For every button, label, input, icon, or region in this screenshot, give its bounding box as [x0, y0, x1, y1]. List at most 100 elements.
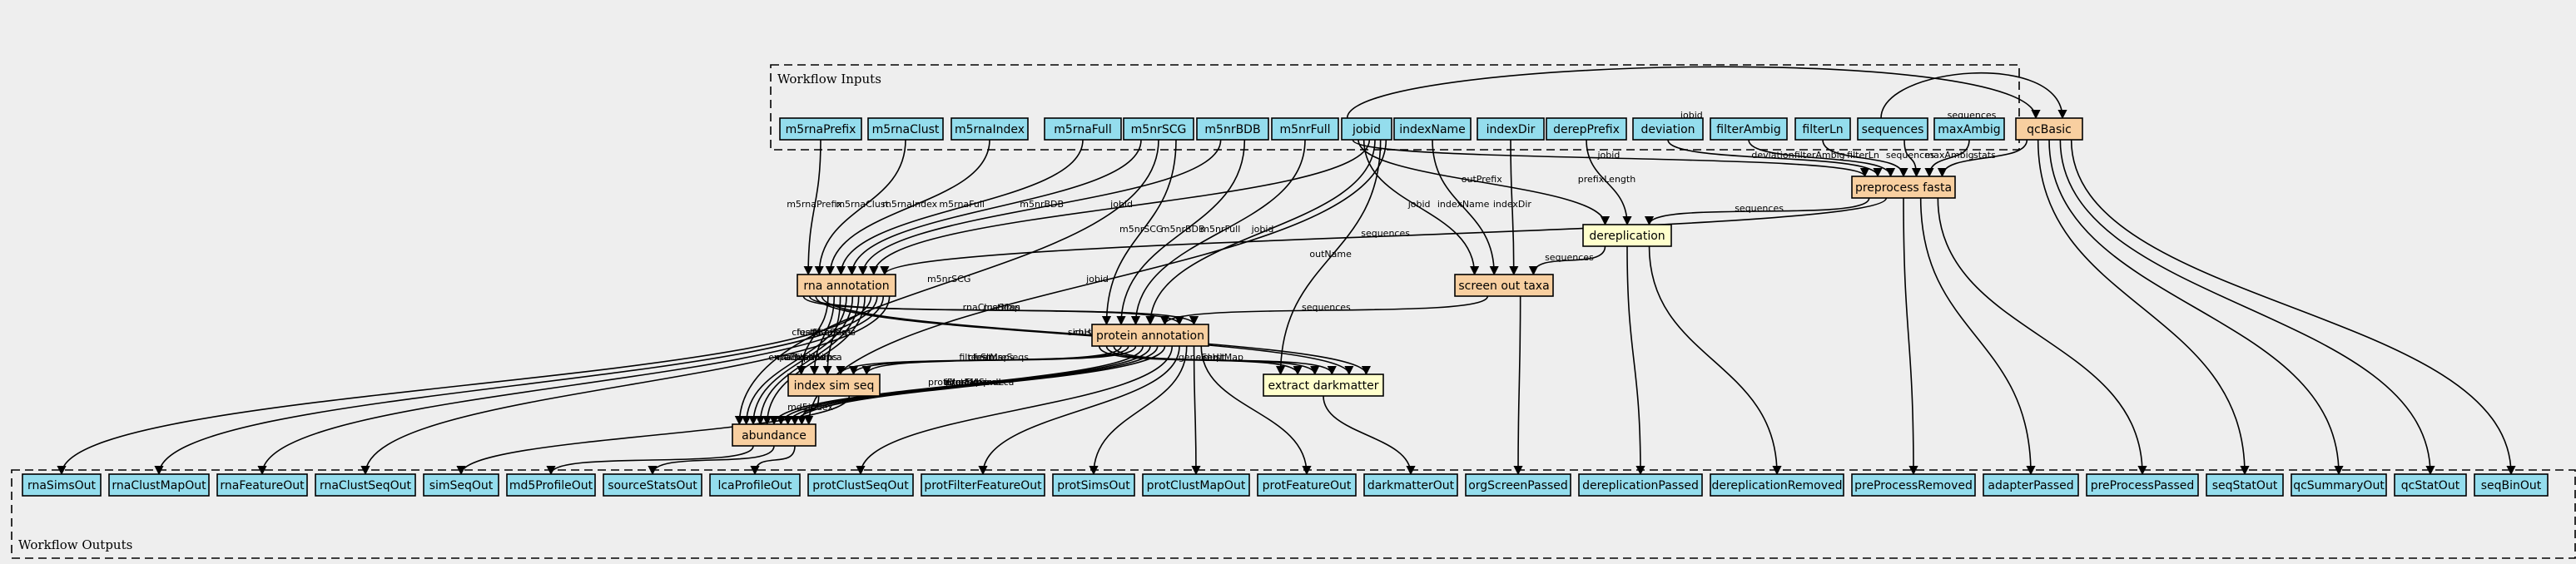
- edge-path: [804, 139, 1387, 426]
- prot-filter-feature-out-output[interactable]: protFilterFeatureOut: [921, 473, 1045, 497]
- preprocess-step[interactable]: preprocess fasta: [1851, 176, 1956, 199]
- edge-label: m5nrSCG: [1119, 224, 1163, 235]
- indexsim-step[interactable]: index sim seq: [787, 374, 881, 397]
- dereplication-step[interactable]: dereplication: [1582, 224, 1672, 247]
- edge-label: jobid: [1597, 150, 1621, 161]
- extract-step[interactable]: extract darkmatter: [1263, 374, 1384, 397]
- darkmatter-out-box: [1363, 473, 1458, 497]
- rna-feature-out-output[interactable]: rnaFeatureOut: [216, 473, 308, 497]
- m5rna-full-box: [1044, 117, 1122, 141]
- prot-feature-out-output[interactable]: protFeatureOut: [1257, 473, 1357, 497]
- edge-path: [797, 295, 829, 376]
- index-dir-input[interactable]: indexDir: [1477, 117, 1545, 141]
- sequences-box: [1857, 117, 1928, 141]
- seq-stat-out-output[interactable]: seqStatOut: [2206, 473, 2284, 497]
- rna-step[interactable]: rna annotation: [797, 274, 896, 297]
- edge-path: [814, 139, 906, 276]
- edge-path: [1513, 295, 1523, 476]
- m5rna-clust-input[interactable]: m5rnaClust: [867, 117, 944, 141]
- edge-label: jobid: [1085, 274, 1109, 284]
- filter-ln-input[interactable]: filterLn: [1794, 117, 1851, 141]
- m5nr-full-input[interactable]: m5nrFull: [1271, 117, 1339, 141]
- indexsim-label: index sim seq: [794, 379, 875, 393]
- edge-index-name-to-screen: indexName: [1432, 139, 1499, 276]
- sim-seq-out-output[interactable]: simSeqOut: [423, 473, 499, 497]
- qc-stat-out-output[interactable]: qcStatOut: [2394, 473, 2467, 497]
- jobid-input[interactable]: jobid: [1341, 117, 1392, 141]
- edge-path: [154, 295, 878, 476]
- edge-path: [815, 295, 1354, 376]
- edge-m5nr-full-to-protein: m5nrFull: [1130, 139, 1306, 326]
- screen-step[interactable]: screen out taxa: [1454, 274, 1554, 297]
- edge-label: m5nrFull: [1200, 224, 1240, 235]
- edge-path: [856, 345, 1174, 476]
- protein-box: [1091, 324, 1209, 347]
- qc-basic-step[interactable]: qcBasic: [2015, 117, 2083, 141]
- rna-clust-map-out-box: [108, 473, 210, 497]
- deviation-input[interactable]: deviation: [1632, 117, 1704, 141]
- sequences-label: sequences: [1862, 123, 1924, 136]
- filter-ambig-input[interactable]: filterAmbig: [1710, 117, 1788, 141]
- edge-jobid-to-protein: jobid: [1145, 139, 1376, 326]
- edge-path: [456, 395, 851, 476]
- edge-screen-to-protein: sequences: [1160, 295, 1489, 326]
- protein-step[interactable]: protein annotation: [1091, 324, 1209, 347]
- m5nr-bdb-input[interactable]: m5nrBDB: [1196, 117, 1269, 141]
- edge-m5nr-bdb-to-protein: m5nrBDB: [1116, 139, 1246, 326]
- max-ambig-input[interactable]: maxAmbig: [1933, 117, 2005, 141]
- pre-process-removed-output[interactable]: preProcessRemoved: [1851, 473, 1976, 497]
- index-name-label: indexName: [1399, 123, 1466, 136]
- dereplication-removed-box: [1710, 473, 1844, 497]
- m5nr-scg-input[interactable]: m5nrSCG: [1123, 117, 1194, 141]
- sequences-input[interactable]: sequences: [1857, 117, 1928, 141]
- abundance-step[interactable]: abundance: [732, 423, 816, 447]
- dereplication-passed-output[interactable]: dereplicationPassed: [1578, 473, 1703, 497]
- derep-prefix-input[interactable]: derepPrefix: [1546, 117, 1627, 141]
- edge-jobid-to-rna: jobid: [869, 139, 1371, 276]
- prot-sims-out-output[interactable]: protSimsOut: [1052, 473, 1135, 497]
- prot-clust-seq-out-output[interactable]: protClustSeqOut: [807, 473, 914, 497]
- m5rna-full-input[interactable]: m5rnaFull: [1044, 117, 1122, 141]
- edge-rna-to-rna-sims-out: [57, 295, 872, 476]
- edge-label: featureSeqs: [974, 352, 1029, 363]
- edge-qc-basic-to-seq-bin-out: [2070, 139, 2516, 476]
- m5rna-prefix-input[interactable]: m5rnaPrefix: [779, 117, 862, 141]
- darkmatter-out-output[interactable]: darkmatterOut: [1363, 473, 1458, 497]
- md5-profile-out-output[interactable]: md5ProfileOut: [506, 473, 596, 497]
- rna-box: [797, 274, 896, 297]
- edge-label: filterAmbig: [1794, 150, 1845, 161]
- rna-clust-seq-out-label: rnaClustSeqOut: [320, 479, 412, 492]
- edge-path: [978, 345, 1180, 476]
- rna-clust-seq-out-output[interactable]: rnaClustSeqOut: [315, 473, 416, 497]
- edge-sequences-to-preprocess: sequences: [1886, 139, 1935, 178]
- edge-index-dir-to-screen: indexDir: [1493, 139, 1531, 276]
- edge-path: [825, 139, 990, 276]
- rna-sims-out-output[interactable]: rnaSimsOut: [22, 473, 102, 497]
- edge-m5rna-index-to-rna: m5rnaIndex: [825, 139, 990, 276]
- edge-path: [546, 445, 754, 476]
- org-screen-passed-output[interactable]: orgScreenPassed: [1465, 473, 1571, 497]
- qc-summary-out-output[interactable]: qcSummaryOut: [2291, 473, 2387, 497]
- screen-box: [1454, 274, 1554, 297]
- adapter-passed-output[interactable]: adapterPassed: [1983, 473, 2079, 497]
- seq-bin-out-label: seqBinOut: [2481, 479, 2542, 492]
- seq-bin-out-output[interactable]: seqBinOut: [2474, 473, 2549, 497]
- edge-extract-to-darkmatter-out: [1323, 395, 1416, 476]
- lca-profile-out-output[interactable]: lcaProfileOut: [709, 473, 801, 497]
- edge-m5rna-prefix-to-rna: m5rnaPrefix: [787, 139, 842, 276]
- edge-path: [803, 139, 821, 276]
- dereplication-removed-output[interactable]: dereplicationRemoved: [1710, 473, 1844, 497]
- rna-clust-map-out-output[interactable]: rnaClustMapOut: [108, 473, 210, 497]
- source-stats-out-output[interactable]: sourceStatsOut: [603, 473, 702, 497]
- pre-process-passed-output[interactable]: preProcessPassed: [2086, 473, 2199, 497]
- edge-path: [836, 139, 1084, 276]
- m5rna-index-input[interactable]: m5rnaIndex: [950, 117, 1029, 141]
- edge-path: [880, 197, 1888, 276]
- prot-clust-map-out-label: protClustMapOut: [1147, 479, 1246, 492]
- outputs-cluster: [11, 469, 2576, 559]
- prot-clust-map-out-output[interactable]: protClustMapOut: [1142, 473, 1250, 497]
- edge-path: [1200, 345, 1312, 476]
- pre-process-passed-label: preProcessPassed: [2091, 479, 2195, 492]
- index-name-input[interactable]: indexName: [1393, 117, 1472, 141]
